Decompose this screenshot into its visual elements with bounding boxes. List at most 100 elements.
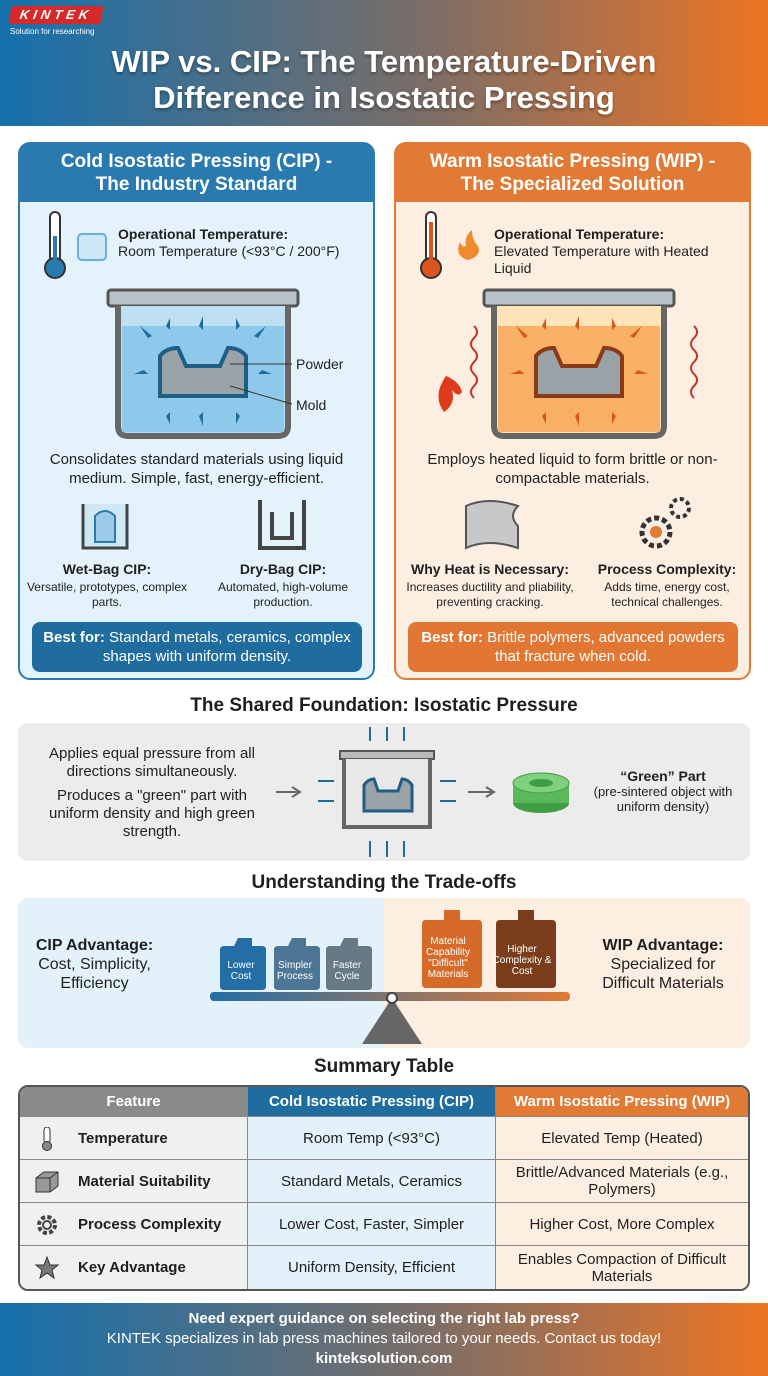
logo-tagline: Solution for researching — [10, 27, 95, 36]
cip-title-1: Cold Isostatic Pressing (CIP) - — [60, 151, 333, 172]
green-part-text: (pre-sintered object with uniform densit… — [593, 784, 733, 814]
best-label: Best for: — [43, 629, 105, 646]
table-row: Key Advantage Uniform Density, Efficient… — [20, 1246, 748, 1289]
wet-bag-cip: Wet-Bag CIP: Versatile, prototypes, compl… — [22, 562, 192, 610]
why-heat-necessary: Why Heat is Necessary: Increases ductilit… — [400, 562, 580, 610]
cip-advantage: CIP Advantage:Cost, Simplicity, Efficien… — [32, 936, 157, 993]
wip-cell: Elevated Temp (Heated) — [496, 1117, 748, 1160]
wip-best-for: Best for: Brittle polymers, advanced pow… — [408, 622, 738, 672]
best-text: Brittle polymers, advanced powders that … — [487, 629, 725, 665]
shared-foundation-box: Applies equal pressure from all directio… — [18, 723, 750, 861]
dry-bag-cip: Dry-Bag CIP: Automated, high-volume produ… — [198, 562, 368, 610]
wet-bag-title: Wet-Bag CIP: — [62, 561, 152, 577]
wip-title-2: The Specialized Solution — [460, 174, 685, 195]
cip-cell: Standard Metals, Ceramics — [248, 1160, 496, 1203]
weight-higher-complexity: Higher Complexity & Cost — [492, 944, 552, 977]
thermometer-flame-icon — [420, 211, 479, 279]
complexity-title: Process Complexity: — [597, 561, 737, 577]
dry-bag-icon — [258, 500, 306, 550]
header-banner: KINTEK Solution for researching WIP vs. … — [0, 0, 768, 126]
wet-bag-icon — [81, 504, 129, 550]
gear-icon — [37, 1215, 57, 1235]
cip-best-for: Best for: Standard metals, ceramics, com… — [32, 622, 362, 672]
header-feature: Feature — [20, 1087, 248, 1117]
op-label: Operational Temperature: — [118, 226, 289, 242]
feature-cell: Material Suitability — [20, 1160, 248, 1203]
feature-cell: Process Complexity — [20, 1203, 248, 1246]
shared-foundation-title: The Shared Foundation: Isostatic Pressur… — [190, 695, 578, 716]
wip-title-1: Warm Isostatic Pressing (WIP) - — [429, 151, 716, 172]
wip-cell: Brittle/Advanced Materials (e.g., Polyme… — [496, 1160, 748, 1203]
cip-panel-header: Cold Isostatic Pressing (CIP) -The Indus… — [20, 144, 373, 202]
thermometer-ice-icon — [44, 211, 107, 279]
wip-advantage-title: WIP Advantage: — [602, 937, 724, 954]
wip-cell: Higher Cost, More Complex — [496, 1203, 748, 1246]
best-label: Best for: — [421, 629, 483, 646]
why-heat-title: Why Heat is Necessary: — [411, 561, 569, 577]
weight-simpler-process: Simpler Process — [276, 960, 314, 982]
feature-cell: Key Advantage — [20, 1246, 248, 1289]
weight-material-capability: Material Capability "Difficult" Material… — [426, 936, 470, 980]
table-row: Process Complexity Lower Cost, Faster, S… — [20, 1203, 748, 1246]
star-icon — [34, 1256, 60, 1280]
wip-cell: Enables Compaction of Difficult Material… — [496, 1246, 748, 1289]
isostatic-pressure-diagram — [276, 727, 496, 857]
cip-description: Consolidates standard materials using li… — [49, 451, 344, 487]
cip-advantage-text: Cost, Simplicity, Efficiency — [38, 956, 151, 992]
footer-banner: Need expert guidance on selecting the ri… — [0, 1303, 768, 1376]
kintek-logo: KINTEK — [8, 6, 104, 24]
thermometer-icon — [42, 1127, 52, 1151]
feature-cell: Temperature — [20, 1117, 248, 1160]
green-part-icon — [512, 772, 570, 813]
feature-label: Process Complexity — [78, 1215, 222, 1233]
dry-bag-text: Automated, high-volume production. — [217, 580, 349, 609]
summary-table: Feature Cold Isostatic Pressing (CIP) Wa… — [18, 1085, 750, 1291]
wip-panel: Warm Isostatic Pressing (WIP) -The Speci… — [394, 142, 751, 680]
wip-advantage-text: Specialized for Difficult Materials — [602, 956, 724, 992]
material-block-icon — [35, 1171, 59, 1193]
op-label: Operational Temperature: — [494, 226, 665, 242]
process-gears-icon — [639, 497, 691, 549]
mold-label: Mold — [296, 397, 327, 413]
tradeoffs-box: CIP Advantage:Cost, Simplicity, Efficien… — [18, 898, 750, 1048]
why-heat-text: Increases ductility and pliability, prev… — [406, 580, 574, 609]
wip-advantage: WIP Advantage: Specialized for Difficult … — [588, 936, 738, 993]
complexity-text: Adds time, energy cost, technical challe… — [604, 580, 730, 609]
shared-p2: Produces a "green" part with uniform den… — [49, 787, 255, 840]
cip-operational-temperature: Operational Temperature:Room Temperature… — [118, 226, 339, 260]
weight-faster-cycle: Faster Cycle — [332, 960, 362, 982]
tradeoffs-title: Understanding the Trade-offs — [251, 872, 517, 893]
cip-title-2: The Industry Standard — [95, 174, 298, 195]
wet-bag-text: Versatile, prototypes, complex parts. — [26, 580, 188, 609]
wip-heated-vessel-diagram — [438, 288, 698, 439]
feature-label: Key Advantage — [78, 1259, 186, 1276]
balance-scale-illustration — [210, 910, 570, 1044]
cip-panel: Cold Isostatic Pressing (CIP) -The Indus… — [18, 142, 375, 680]
table-header-row: Feature Cold Isostatic Pressing (CIP) Wa… — [20, 1087, 748, 1117]
shared-explanation: Applies equal pressure from all directio… — [32, 745, 272, 841]
process-complexity: Process Complexity: Adds time, energy cos… — [582, 562, 752, 610]
weight-lower-cost: Lower Cost — [227, 960, 255, 982]
table-row: Temperature Room Temp (<93°C) Elevated T… — [20, 1117, 748, 1160]
weight-shapes — [220, 910, 556, 990]
powder-label: Powder — [296, 356, 344, 372]
flexible-sheet-icon — [465, 500, 520, 550]
footer-text: KINTEK specializes in lab press machines… — [106, 1330, 662, 1347]
shared-p1: Applies equal pressure from all directio… — [49, 745, 255, 780]
dry-bag-title: Dry-Bag CIP: — [239, 561, 327, 577]
title-line-1: WIP vs. CIP: The Temperature-Driven — [111, 44, 657, 79]
table-row: Material Suitability Standard Metals, Ce… — [20, 1160, 748, 1203]
summary-table-title: Summary Table — [313, 1056, 455, 1077]
best-text: Standard metals, ceramics, complex shape… — [102, 629, 351, 665]
feature-label: Material Suitability — [78, 1172, 211, 1190]
green-part-title: “Green” Part — [620, 768, 706, 784]
wip-description: Employs heated liquid to form brittle or… — [427, 451, 718, 487]
footer-website-link[interactable]: kinteksolution.com — [315, 1350, 453, 1367]
footer-headline: Need expert guidance on selecting the ri… — [188, 1310, 580, 1327]
feature-label: Temperature — [78, 1129, 168, 1147]
header-wip: Warm Isostatic Pressing (WIP) — [496, 1087, 748, 1117]
header-cip: Cold Isostatic Pressing (CIP) — [248, 1087, 496, 1117]
title-line-2: Difference in Isostatic Pressing — [153, 80, 615, 115]
cip-cell: Room Temp (<93°C) — [248, 1117, 496, 1160]
